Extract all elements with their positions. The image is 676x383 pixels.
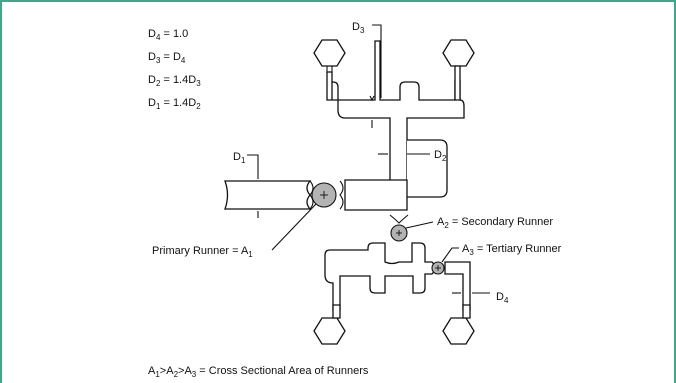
callout-d1-leader (247, 154, 259, 179)
footer-caption: A1>A2>A3 = Cross Sectional Area of Runne… (148, 365, 369, 379)
callout-d3: D3 (352, 21, 365, 35)
cavity-top-right (442, 39, 475, 67)
tertiary-branch (444, 261, 471, 311)
secondary-break (389, 214, 409, 224)
cavity-top-left (313, 39, 346, 67)
gate-stem-bottom-right (462, 304, 471, 319)
gate-top-left (326, 66, 333, 73)
lower-runner-outline (324, 242, 436, 311)
cavity-bottom-right (442, 317, 475, 345)
legend-d4: D4 = 1.0 (148, 28, 188, 42)
gate-stem-bottom-left (332, 304, 341, 319)
gate-stem-top-right (454, 65, 461, 101)
secondary-branch (344, 179, 408, 211)
legend-d1: D1 = 1.4D2 (148, 97, 201, 111)
primary-break-right (339, 180, 344, 210)
callout-d3-arrow (369, 95, 375, 102)
callout-primary-runner: Primary Runner = A1 (152, 245, 253, 259)
callout-d4: D4 (496, 291, 509, 305)
gate-stem-top-left (326, 71, 333, 101)
callout-tertiary-runner: A3 = Tertiary Runner (462, 243, 562, 257)
callout-d3-leader (372, 24, 382, 98)
cavity-bottom-left (313, 317, 346, 345)
callout-secondary-leader (405, 221, 434, 229)
legend-d3: D3 = D4 (148, 51, 186, 65)
callout-secondary-runner: A2 = Secondary Runner (437, 216, 553, 230)
callout-primary-leader (271, 203, 317, 251)
primary-runner (224, 180, 312, 210)
callout-d2: D2 (434, 149, 447, 163)
legend-d2: D2 = 1.4D3 (148, 74, 201, 88)
callout-d1: D1 (233, 151, 246, 165)
primary-break-left (309, 180, 314, 210)
callout-tertiary-leader (441, 247, 459, 263)
